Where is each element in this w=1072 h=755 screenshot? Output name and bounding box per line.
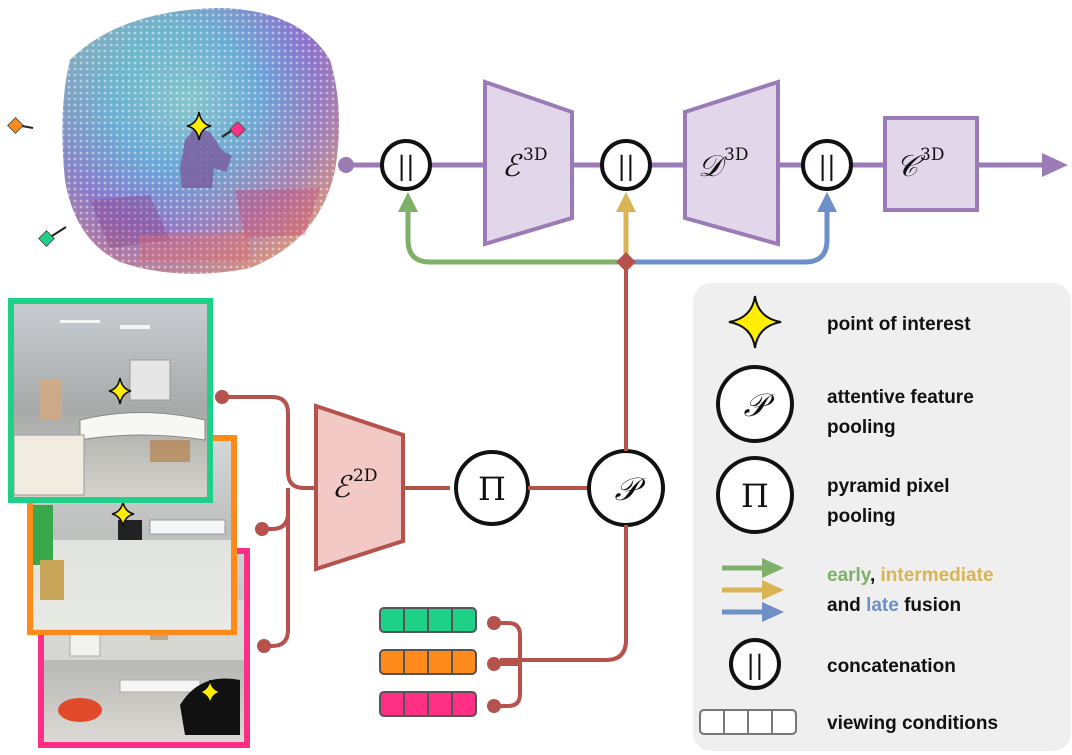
view-image-green — [8, 298, 213, 503]
viewing-condition-green — [379, 607, 477, 633]
early-fusion-arrowhead-icon — [398, 192, 418, 212]
concat-symbol: || — [818, 152, 836, 182]
legend-concat-node: || — [729, 638, 781, 690]
legend-word-and: and — [827, 595, 866, 616]
viewing-condition-orange — [379, 649, 477, 675]
viewing-connector — [500, 525, 628, 662]
camera-marker-green — [38, 226, 67, 247]
legend-label-feature-pooling-line1: attentive feature — [827, 387, 974, 408]
classifier-3d-superscript: 3D — [920, 145, 944, 165]
encoder-3d-symbol: ℰ — [502, 149, 523, 184]
encoder-3d-superscript: 3D — [523, 145, 547, 165]
classifier-3d: 𝒞 3D — [883, 116, 979, 212]
camera-marker-pink — [221, 121, 246, 138]
legend-word-late: late — [866, 595, 899, 616]
decoder-3d: 𝒟 3D — [683, 79, 780, 247]
concat-symbol: || — [617, 152, 635, 182]
legend-label-pixel-pooling-line2: pooling — [827, 506, 896, 527]
image-connector-1 — [222, 395, 316, 490]
pipeline-3d: || ℰ 3D || 𝒟 3D || 𝒞 3D — [338, 79, 1068, 247]
legend-word-early: early — [827, 565, 872, 586]
legend-star-icon — [728, 295, 782, 349]
legend-pixel-pooling-node: Π — [716, 456, 794, 534]
output-arrow-icon — [1042, 153, 1068, 177]
late-fusion-arrowhead-icon — [817, 192, 837, 212]
concat-node-2: || — [600, 139, 652, 191]
legend-concat-symbol: || — [746, 651, 764, 681]
legend-viewing-condition-icon — [699, 709, 797, 735]
fusion-connections — [398, 192, 837, 272]
legend-word-comma: , — [870, 565, 881, 586]
concat-node-3: || — [801, 139, 853, 191]
legend-label-feature-pooling-line2: pooling — [827, 417, 896, 438]
decoder-3d-superscript: 3D — [724, 145, 748, 165]
star-icon — [108, 377, 132, 405]
star-icon — [186, 111, 212, 141]
legend-label-fusion-line2: and late fusion — [827, 595, 961, 616]
legend-word-fusion: fusion — [899, 595, 961, 616]
encoder-2d-superscript: 2D — [353, 466, 377, 486]
image-connector-2 — [262, 488, 290, 531]
legend-pixel-pooling-symbol: Π — [741, 477, 769, 515]
star-icon — [198, 679, 222, 705]
legend-word-intermediate: intermediate — [881, 565, 994, 586]
point-cloud — [62, 8, 339, 274]
legend-label-point-of-interest: point of interest — [827, 314, 971, 335]
legend-label-concatenation: concatenation — [827, 656, 956, 677]
late-fusion-arrow — [626, 208, 830, 265]
legend-label-pixel-pooling-line1: pyramid pixel — [827, 476, 950, 497]
legend-fusion-arrows — [722, 558, 784, 622]
camera-marker-orange — [7, 117, 34, 134]
early-fusion-arrow — [405, 208, 626, 265]
intermediate-fusion-arrowhead-icon — [616, 192, 636, 212]
purple-input-dot — [338, 157, 354, 173]
feature-pooling-node: 𝒫 — [587, 449, 665, 527]
image-connector-3 — [264, 488, 290, 648]
legend-label-fusion-line1: early, intermediate — [827, 565, 994, 586]
encoder-2d: ℰ 2D — [314, 403, 405, 572]
star-icon — [111, 501, 135, 527]
legend-label-viewing-conditions: viewing conditions — [827, 713, 998, 734]
encoder-2d-symbol: ℰ — [332, 470, 353, 505]
encoder-3d: ℰ 3D — [483, 79, 574, 247]
pipeline-2d: ℰ 2D Π 𝒫 — [215, 262, 665, 713]
viewing-condition-pink — [379, 691, 477, 717]
pixel-pooling-node: Π — [454, 450, 530, 526]
legend-feature-pooling-node: 𝒫 — [716, 365, 794, 443]
concat-node-1: || — [380, 139, 432, 191]
legend: point of interest 𝒫 attentive feature po… — [693, 283, 1071, 751]
concat-symbol: || — [397, 152, 415, 182]
pixel-pooling-symbol: Π — [478, 470, 506, 508]
